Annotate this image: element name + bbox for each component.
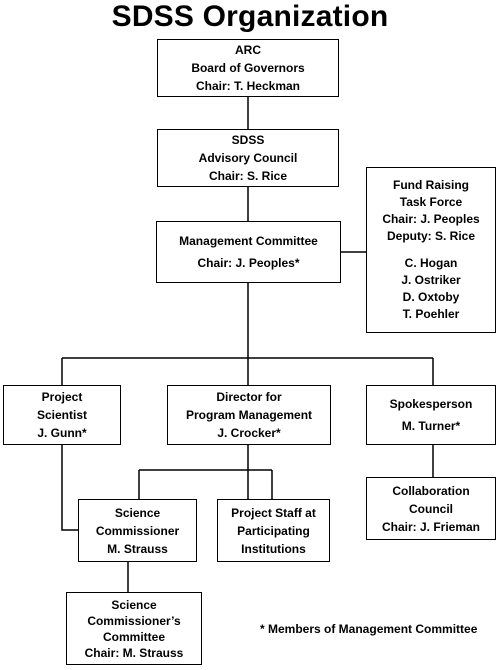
science-commissioner-line1: Science (114, 505, 161, 520)
program-director-line2: Program Management (185, 408, 313, 422)
commissioner-committee-box: Science Commissioner’s Committee Chair: … (66, 592, 202, 665)
fund-raising-line1: Fund Raising (393, 178, 469, 192)
fund-raising-line3: Chair: J. Peoples (382, 212, 480, 226)
management-committee-line2: Chair: J. Peoples* (197, 256, 300, 270)
advisory-council-line3: Chair: S. Rice (208, 169, 288, 183)
program-director-line3: J. Crocker* (217, 426, 281, 440)
arc-board-line3: Chair: T. Heckman (195, 79, 301, 93)
management-committee-line1: Management Committee (179, 234, 318, 248)
fund-raising-line4: Deputy: S. Rice (386, 229, 476, 243)
commissioner-committee-line1: Science (111, 597, 157, 612)
spokesperson-line2: M. Turner* (401, 419, 461, 433)
project-scientist-line2: Scientist (36, 408, 87, 422)
arc-board-box: ARC Board of Governors Chair: T. Heckman (157, 39, 339, 97)
science-commissioner-line3: M. Strauss (107, 541, 168, 556)
science-commissioner-box: Science Commissioner M. Strauss (78, 499, 197, 562)
program-director-line1: Director for (216, 390, 282, 404)
advisory-council-line1: SDSS (231, 133, 265, 147)
project-scientist-line1: Project (41, 390, 83, 404)
footnote: * Members of Management Committee (260, 622, 478, 636)
project-staff-line3: Institutions (241, 541, 306, 556)
spokesperson-box: Spokesperson M. Turner* (366, 385, 496, 445)
fund-raising-member: C. Hogan (404, 256, 458, 270)
management-committee-box: Management Committee Chair: J. Peoples* (156, 221, 341, 283)
advisory-council-box: SDSS Advisory Council Chair: S. Rice (157, 129, 339, 187)
project-scientist-line3: J. Gunn* (37, 426, 87, 440)
project-staff-line1: Project Staff at (231, 505, 316, 520)
collaboration-council-line2: Council (409, 501, 453, 516)
project-staff-line2: Participating (237, 523, 310, 538)
collaboration-council-box: Collaboration Council Chair: J. Frieman (366, 477, 496, 540)
program-director-box: Director for Program Management J. Crock… (167, 385, 331, 445)
fund-raising-member: J. Ostriker (401, 273, 461, 287)
arc-board-line1: ARC (235, 43, 261, 57)
project-scientist-box: Project Scientist J. Gunn* (3, 385, 121, 445)
commissioner-committee-line2: Commissioner’s (87, 613, 181, 628)
fund-raising-member: D. Oxtoby (402, 290, 460, 304)
collaboration-council-line3: Chair: J. Frieman (381, 519, 481, 534)
advisory-council-line2: Advisory Council (198, 151, 298, 165)
page-title: SDSS Organization (111, 0, 389, 33)
commissioner-committee-line3: Committee (102, 629, 165, 644)
fund-raising-box: Fund Raising Task Force Chair: J. People… (366, 167, 496, 333)
fund-raising-line2: Task Force (399, 195, 463, 209)
science-commissioner-line2: Commissioner (95, 523, 180, 538)
commissioner-committee-line4: Chair: M. Strauss (84, 645, 184, 660)
arc-board-line2: Board of Governors (191, 61, 305, 75)
collaboration-council-line1: Collaboration (392, 483, 470, 498)
spokesperson-line1: Spokesperson (389, 397, 473, 411)
connector-scientist-commissioner (61, 444, 79, 531)
fund-raising-member: T. Poehler (402, 307, 460, 321)
project-staff-box: Project Staff at Participating Instituti… (217, 499, 330, 562)
